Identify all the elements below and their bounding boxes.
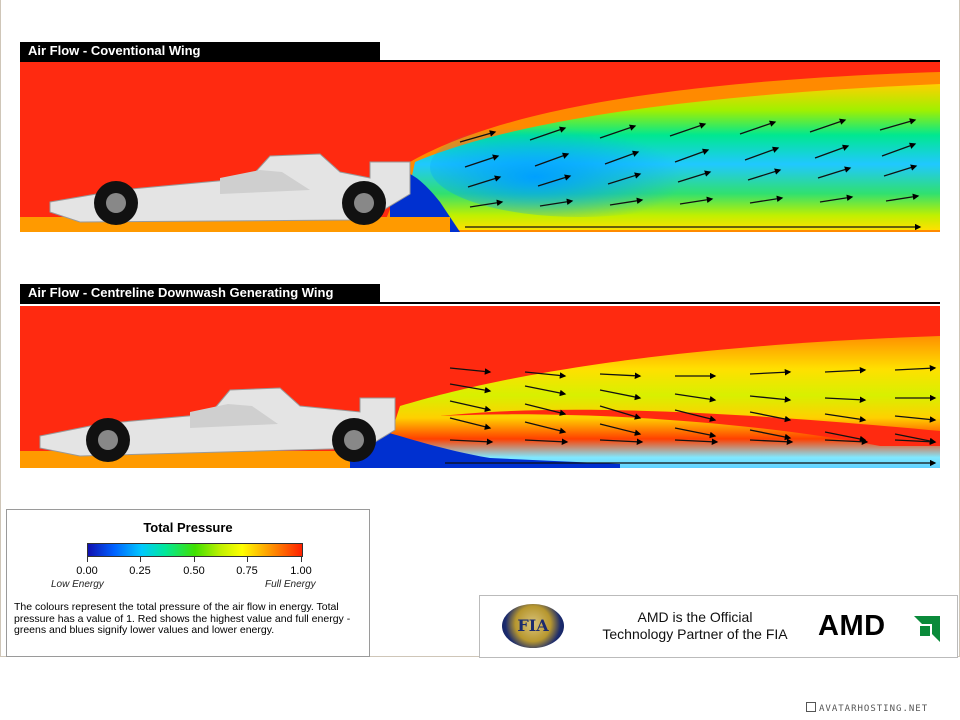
- tick-label: 1.00: [290, 565, 312, 577]
- fia-logo-icon: FIA: [502, 604, 564, 648]
- tickmark: [194, 557, 195, 562]
- flow-arrows-downwash: [445, 365, 937, 467]
- watermark-box-icon: [806, 702, 816, 712]
- tickmark: [140, 557, 141, 562]
- panel-title-conventional: Air Flow - Coventional Wing: [20, 42, 380, 60]
- full-energy-label: Full Energy: [265, 579, 316, 590]
- amd-arrow-icon: [914, 616, 940, 642]
- partner-line-2: Technology Partner of the FIA: [602, 626, 788, 642]
- tickmark: [301, 557, 302, 562]
- amd-logo-text: AMD: [818, 610, 886, 642]
- legend-note: The colours represent the total pressure…: [14, 601, 351, 636]
- panel-title-downwash: Air Flow - Centreline Downwash Generatin…: [20, 284, 380, 302]
- f1-car-icon-2: [39, 387, 396, 462]
- tickmark: [247, 557, 248, 562]
- pressure-colorbar: [87, 543, 303, 557]
- low-energy-label: Low Energy: [51, 579, 104, 590]
- tick-label: 0.00: [76, 565, 98, 577]
- tick-label: 0.50: [183, 565, 205, 577]
- panel-rule-2: [20, 302, 940, 304]
- watermark-text: AVATARHOSTING.NET: [819, 704, 929, 714]
- legend-title: Total Pressure: [143, 520, 233, 535]
- partner-line-1: AMD is the Official: [637, 609, 753, 625]
- fia-logo-text: FIA: [517, 616, 549, 635]
- airflow-sim-downwash: [20, 306, 940, 468]
- tickmark: [87, 557, 88, 562]
- partner-banner: FIA AMD is the Official Technology Partn…: [479, 595, 958, 658]
- f1-car-icon: [49, 153, 411, 225]
- tick-label: 0.25: [129, 565, 151, 577]
- panel-rule-1: [20, 60, 940, 62]
- watermark: AVATARHOSTING.NET: [806, 702, 928, 714]
- total-pressure-legend: Total Pressure 0.00 0.25 0.50 0.75 1.00 …: [6, 509, 370, 657]
- tick-label: 0.75: [236, 565, 258, 577]
- airflow-sim-conventional: [20, 62, 940, 232]
- flow-arrows-conventional: [459, 118, 922, 231]
